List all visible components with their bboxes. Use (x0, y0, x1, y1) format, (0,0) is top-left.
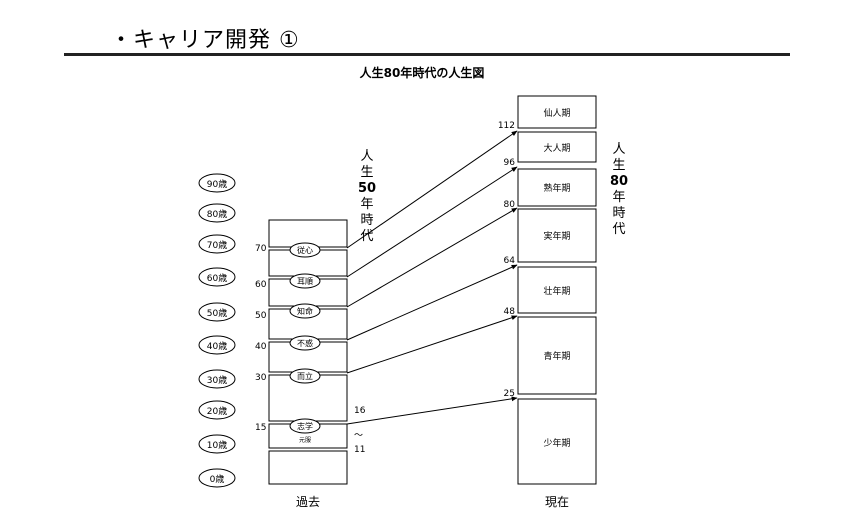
past-small-label: 元服 (299, 437, 311, 444)
past-tick: 70 (255, 244, 267, 254)
present-tick: 48 (504, 307, 516, 317)
past-stage-label: 不惑 (297, 338, 313, 348)
present-era-char: 80 (610, 174, 628, 189)
age-oval-label: 70歳 (207, 239, 227, 251)
age-oval-label: 30歳 (207, 374, 227, 386)
age-oval (198, 468, 236, 488)
present-stage-label: 青年期 (543, 350, 570, 362)
past-stage-label: 知命 (297, 306, 313, 316)
age-oval (198, 234, 236, 254)
present-stage-box (517, 95, 597, 129)
arrow-70-to-112 (346, 130, 518, 249)
past-era-char: 50 (358, 181, 376, 196)
past-tick: 50 (255, 311, 267, 321)
present-stage-labels: 仙人期 大人期 熟年期 実年期 壮年期 青年期 少年期 (543, 107, 570, 449)
age-oval (198, 302, 236, 322)
age-oval (198, 369, 236, 389)
title-underline (64, 53, 790, 56)
past-stage-oval (289, 242, 321, 258)
arrow-50-to-80 (346, 207, 518, 308)
range-mark: 〜 (354, 431, 363, 441)
past-tick: 15 (255, 423, 266, 433)
present-stage-box (517, 131, 597, 163)
present-tick: 80 (504, 200, 516, 210)
present-tick: 64 (504, 256, 516, 266)
past-stage-labels: 従心 耳順 知命 不惑 而立 志学 元服 (289, 242, 321, 444)
age-ovals: 90歳 80歳 70歳 60歳 50歳 40歳 30歳 20歳 10歳 0歳 (198, 173, 236, 488)
present-stage-box (517, 208, 597, 263)
diagram-title: 人生80年時代の人生図 (359, 66, 485, 80)
present-stage-box (517, 266, 597, 314)
age-oval (198, 173, 236, 193)
past-era-label: 人 生 50 年 時 代 (358, 149, 376, 244)
arrow-30-to-48 (346, 315, 518, 374)
past-stage-label: 而立 (297, 371, 313, 381)
past-stage-oval (289, 335, 321, 351)
present-stage-box (517, 398, 597, 485)
age-oval (198, 434, 236, 454)
present-tick: 112 (498, 121, 515, 131)
present-era-char: 生 (612, 158, 625, 173)
past-era-char: 生 (360, 165, 373, 180)
past-segment (268, 219, 348, 248)
past-column (268, 219, 348, 485)
present-stage-label: 仙人期 (543, 107, 570, 119)
past-stage-label: 志学 (297, 421, 313, 431)
present-column (517, 95, 597, 485)
present-ticks: 112 96 80 64 48 25 (498, 121, 515, 399)
past-segment (268, 450, 348, 485)
past-era-char: 時 (360, 213, 373, 228)
age-oval-label: 10歳 (207, 439, 227, 451)
page-title: ・キャリア開発 ① (110, 28, 300, 53)
arrow-40-to-64 (346, 264, 518, 341)
present-era-char: 時 (612, 206, 625, 221)
past-stage-oval (289, 418, 321, 434)
age-oval-label: 40歳 (207, 340, 227, 352)
present-stage-label: 実年期 (543, 230, 570, 242)
present-tick: 25 (504, 389, 515, 399)
present-caption: 現在 (545, 495, 569, 509)
age-oval-label: 60歳 (207, 272, 227, 284)
arrow-15-to-25 (346, 396, 518, 425)
past-tick: 30 (255, 373, 267, 383)
past-tick: 60 (255, 280, 267, 290)
past-stage-oval (289, 303, 321, 319)
past-stage-oval (289, 368, 321, 384)
mapping-arrows (346, 130, 518, 425)
past-stage-oval (289, 273, 321, 289)
range-top: 16 (354, 406, 366, 416)
past-era-char: 代 (360, 229, 373, 244)
age-oval-label: 20歳 (207, 405, 227, 417)
past-era-char: 年 (360, 197, 373, 212)
present-era-char: 人 (612, 142, 625, 157)
present-stage-label: 大人期 (543, 142, 570, 154)
past-tick: 40 (255, 342, 267, 352)
present-stage-box (517, 168, 597, 207)
past-ticks: 70 60 50 40 30 15 (255, 244, 267, 433)
past-segment (268, 374, 348, 422)
past-era-char: 人 (360, 149, 373, 164)
age-oval-label: 50歳 (207, 307, 227, 319)
past-stage-label: 従心 (297, 245, 313, 255)
age-oval (198, 267, 236, 287)
age-oval-label: 80歳 (207, 208, 227, 220)
age-oval-label: 0歳 (210, 473, 225, 485)
present-era-char: 代 (612, 222, 625, 237)
present-stage-box (517, 316, 597, 395)
present-era-label: 人 生 80 年 時 代 (610, 142, 628, 237)
age-oval (198, 335, 236, 355)
past-caption: 過去 (296, 495, 320, 509)
age-oval (198, 203, 236, 223)
range-bottom: 11 (354, 445, 365, 455)
present-stage-label: 少年期 (543, 437, 570, 449)
present-era-char: 年 (612, 190, 625, 205)
past-stage-label: 耳順 (297, 277, 313, 286)
present-stage-label: 壮年期 (543, 285, 570, 297)
present-tick: 96 (504, 158, 516, 168)
present-stage-label: 熟年期 (543, 182, 570, 194)
age-oval-label: 90歳 (207, 178, 227, 190)
age-oval (198, 400, 236, 420)
arrow-60-to-96 (346, 166, 518, 278)
